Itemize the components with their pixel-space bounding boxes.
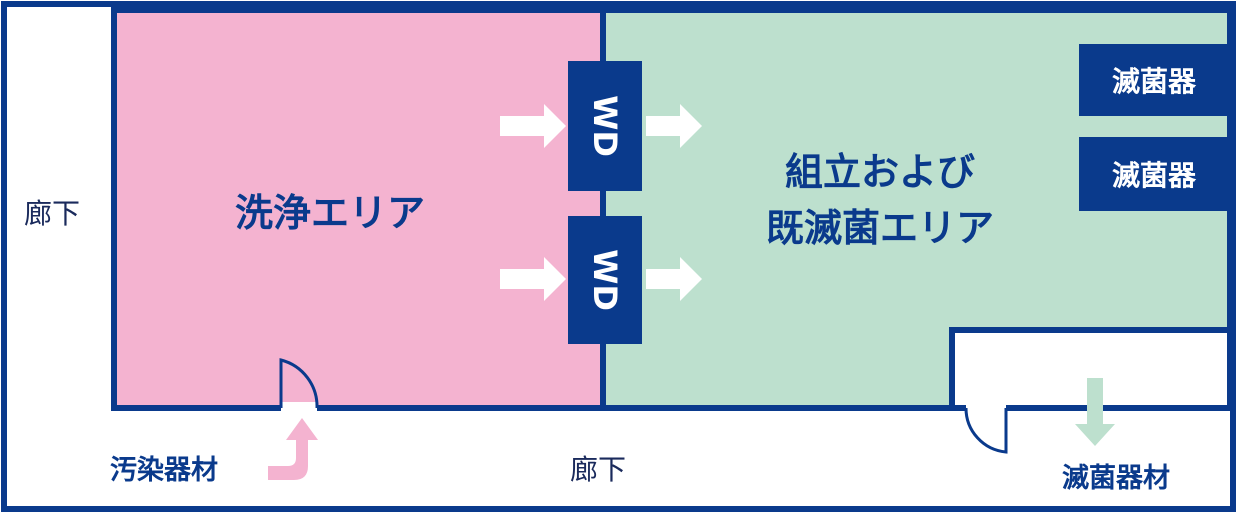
flow-arrow-in-upper	[500, 104, 566, 148]
contaminated-arrow	[268, 418, 318, 480]
wash-area-label: 洗浄エリア	[234, 191, 425, 235]
washer-disinfector-upper: WD	[568, 61, 642, 191]
washer-disinfector-lower: WD	[568, 216, 642, 344]
wash-door-gap	[281, 402, 317, 414]
corridor-bottom-label: 廊下	[570, 453, 627, 486]
sterilizer-2: 滅菌器	[1079, 137, 1229, 211]
sterilizer-2-label: 滅菌器	[1111, 159, 1196, 192]
wash-area-room	[111, 7, 606, 411]
storage-door-swing	[964, 407, 1008, 454]
flow-arrow-out-upper	[646, 104, 702, 148]
wash-door-swing	[279, 358, 319, 409]
clean-area-label-line2: 既滅菌エリア	[765, 206, 994, 250]
clean-area-label-line1: 組立および	[784, 150, 975, 194]
storage-door-gap	[966, 402, 1006, 414]
flow-arrow-in-lower	[500, 257, 566, 301]
corridor-left-label: 廊下	[24, 197, 81, 230]
flow-arrow-out-lower	[646, 257, 702, 301]
sterilized-arrow	[1075, 378, 1115, 446]
contaminated-material-label: 汚染器材	[110, 455, 218, 486]
sterilizer-1-label: 滅菌器	[1111, 65, 1196, 98]
wd-upper-label: WD	[585, 95, 624, 157]
wd-lower-label: WD	[585, 249, 624, 311]
sterilizer-1: 滅菌器	[1079, 44, 1229, 116]
sterilized-material-label: 滅菌器材	[1062, 463, 1170, 494]
